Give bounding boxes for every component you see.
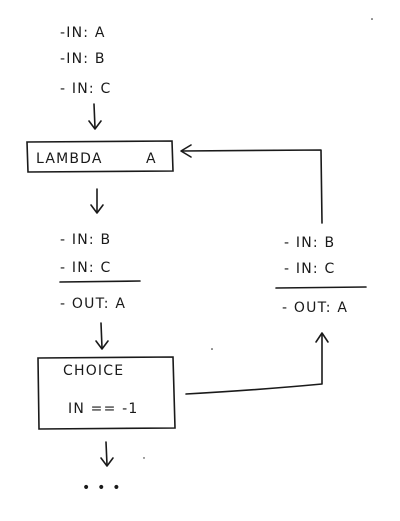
lambda-box: [26, 140, 174, 173]
arrow-inputs-to-lambda: [93, 103, 96, 129]
paper-speck: [211, 348, 213, 350]
after-lambda-output: - OUT: A: [60, 296, 126, 312]
arrow-io-to-choice-head: [95, 340, 109, 350]
lambda-param: A: [146, 151, 157, 167]
lambda-label: LAMBDA: [36, 151, 103, 167]
arrow-inputs-to-lambda-head: [88, 120, 102, 130]
choice-title: CHOICE: [63, 363, 124, 379]
after-lambda-divider: [59, 280, 141, 283]
arrow-lambda-to-io-head: [90, 204, 104, 214]
arrow-feedback-to-lambda-head: [180, 144, 192, 158]
choice-condition: IN == -1: [68, 401, 139, 417]
after-lambda-input-b: - IN: B: [60, 232, 111, 248]
arrow-choice-down: [105, 441, 108, 466]
feedback-input-c: - IN: C: [284, 261, 335, 277]
paper-speck: [371, 18, 373, 20]
after-lambda-input-c: - IN: C: [60, 260, 111, 276]
arrow-choice-down-head: [100, 457, 114, 467]
feedback-divider: [275, 286, 367, 289]
choice-box: [37, 356, 176, 430]
paper-speck: [143, 457, 145, 459]
arrow-choice-to-feedback: [185, 333, 323, 395]
feedback-input-b: - IN: B: [284, 235, 335, 251]
input-b-label: -IN: B: [60, 51, 106, 67]
continuation-dots: • • •: [82, 480, 122, 496]
arrow-choice-to-feedback-head: [315, 332, 329, 343]
input-c-label: - IN: C: [60, 81, 111, 97]
arrow-io-to-choice: [100, 322, 103, 349]
arrow-feedback-to-lambda: [181, 149, 323, 224]
feedback-output: - OUT: A: [282, 300, 348, 316]
input-a-label: -IN: A: [60, 25, 106, 41]
